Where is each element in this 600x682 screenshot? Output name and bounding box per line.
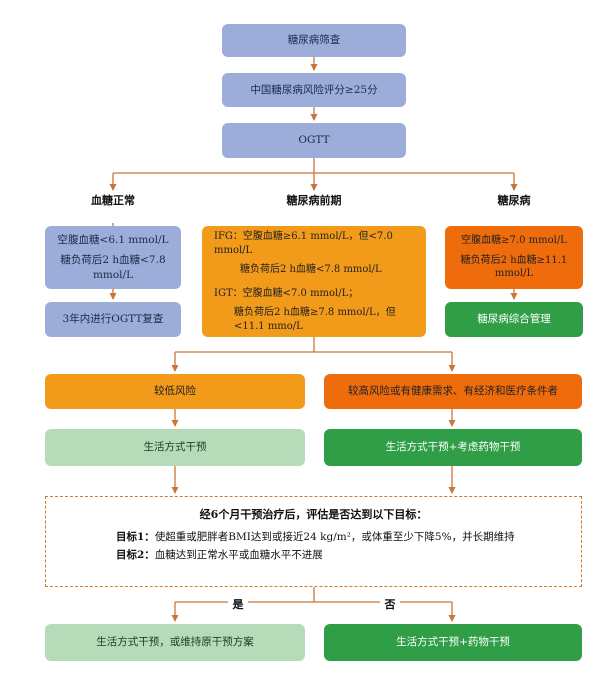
node-normal-followup-text: 3年内进行OGTT复查: [62, 313, 164, 326]
node-prediabetes-criteria: IFG：空腹血糖≥6.1 mmol/L，但<7.0 mmol/L 糖负荷后2 h…: [202, 226, 426, 337]
goals-title: 经6个月干预治疗后，评估是否达到以下目标：: [199, 508, 428, 521]
node-high-risk-text: 较高风险或有健康需求、有经济和医疗条件者: [348, 385, 558, 398]
node-normal-criteria: 空腹血糖<6.1 mmol/L 糖负荷后2 h血糖<7.8 mmol/L: [45, 226, 181, 289]
node-lifestyle: 生活方式干预: [45, 429, 305, 466]
label-prediabetes: 糖尿病前期: [286, 194, 342, 207]
diabetes-criteria-line-1: 空腹血糖≥7.0 mmol/L: [461, 235, 567, 247]
node-risk-score: 中国糖尿病风险评分≥25分: [222, 73, 406, 107]
node-ogtt-text: OGTT: [298, 134, 330, 147]
node-outcome-no-text: 生活方式干预+药物干预: [396, 636, 510, 649]
normal-criteria-line-1: 空腹血糖<6.1 mmol/L: [57, 234, 169, 247]
node-high-risk: 较高风险或有健康需求、有经济和医疗条件者: [324, 374, 582, 409]
goal-2-key: 目标2：: [116, 549, 155, 562]
node-low-risk: 较低风险: [45, 374, 305, 409]
normal-criteria-line-2: 糖负荷后2 h血糖<7.8 mmol/L: [60, 254, 166, 281]
igt-line-2: 糖负荷后2 h血糖≥7.8 mmol/L，但<11.1 mmo/L: [234, 307, 396, 332]
goal-2-text: 血糖达到正常水平或血糖水平不进展: [154, 549, 323, 562]
label-diabetes: 糖尿病: [497, 194, 531, 207]
ifg-line-2: 糖负荷后2 h血糖<7.8 mmol/L: [240, 264, 382, 275]
node-lifestyle-text: 生活方式干预: [143, 441, 207, 454]
node-diabetes-criteria: 空腹血糖≥7.0 mmol/L 糖负荷后2 h血糖≥11.1 mmol/L: [445, 226, 583, 289]
node-lifestyle-drug-consider-text: 生活方式干预+考虑药物干预: [385, 441, 521, 454]
node-screening-text: 糖尿病筛查: [287, 34, 341, 47]
node-goals: 经6个月干预治疗后，评估是否达到以下目标： 目标1：使超重或肥胖者BMI达到或接…: [45, 496, 582, 587]
label-yes: 是: [228, 596, 248, 612]
node-screening: 糖尿病筛查: [222, 24, 406, 57]
goal-1-key: 目标1：: [116, 530, 155, 543]
label-no: 否: [380, 596, 400, 612]
label-normal: 血糖正常: [91, 194, 135, 207]
node-ogtt: OGTT: [222, 123, 406, 158]
ifg-line-1: IFG：空腹血糖≥6.1 mmol/L，但<7.0 mmol/L: [214, 231, 393, 256]
node-normal-followup: 3年内进行OGTT复查: [45, 302, 181, 337]
igt-line-1: IGT：空腹血糖<7.0 mmol/L；: [214, 287, 359, 299]
node-low-risk-text: 较低风险: [154, 385, 196, 398]
node-lifestyle-drug-consider: 生活方式干预+考虑药物干预: [324, 429, 582, 466]
node-diabetes-management-text: 糖尿病综合管理: [477, 313, 551, 326]
diabetes-criteria-line-2: 糖负荷后2 h血糖≥11.1 mmol/L: [460, 254, 568, 280]
goal-1: 目标1：使超重或肥胖者BMI达到或接近24 kg/m²，或体重至少下降5%，并长…: [116, 530, 581, 546]
goal-2: 目标2：血糖达到正常水平或血糖水平不进展: [116, 548, 581, 564]
node-diabetes-management: 糖尿病综合管理: [445, 302, 583, 337]
node-risk-score-text: 中国糖尿病风险评分≥25分: [250, 83, 378, 96]
node-outcome-no: 生活方式干预+药物干预: [324, 624, 582, 661]
node-outcome-yes-text: 生活方式干预，或维持原干预方案: [96, 636, 254, 649]
node-outcome-yes: 生活方式干预，或维持原干预方案: [45, 624, 305, 661]
goal-1-text: 使超重或肥胖者BMI达到或接近24 kg/m²，或体重至少下降5%，并长期维持: [154, 530, 515, 543]
